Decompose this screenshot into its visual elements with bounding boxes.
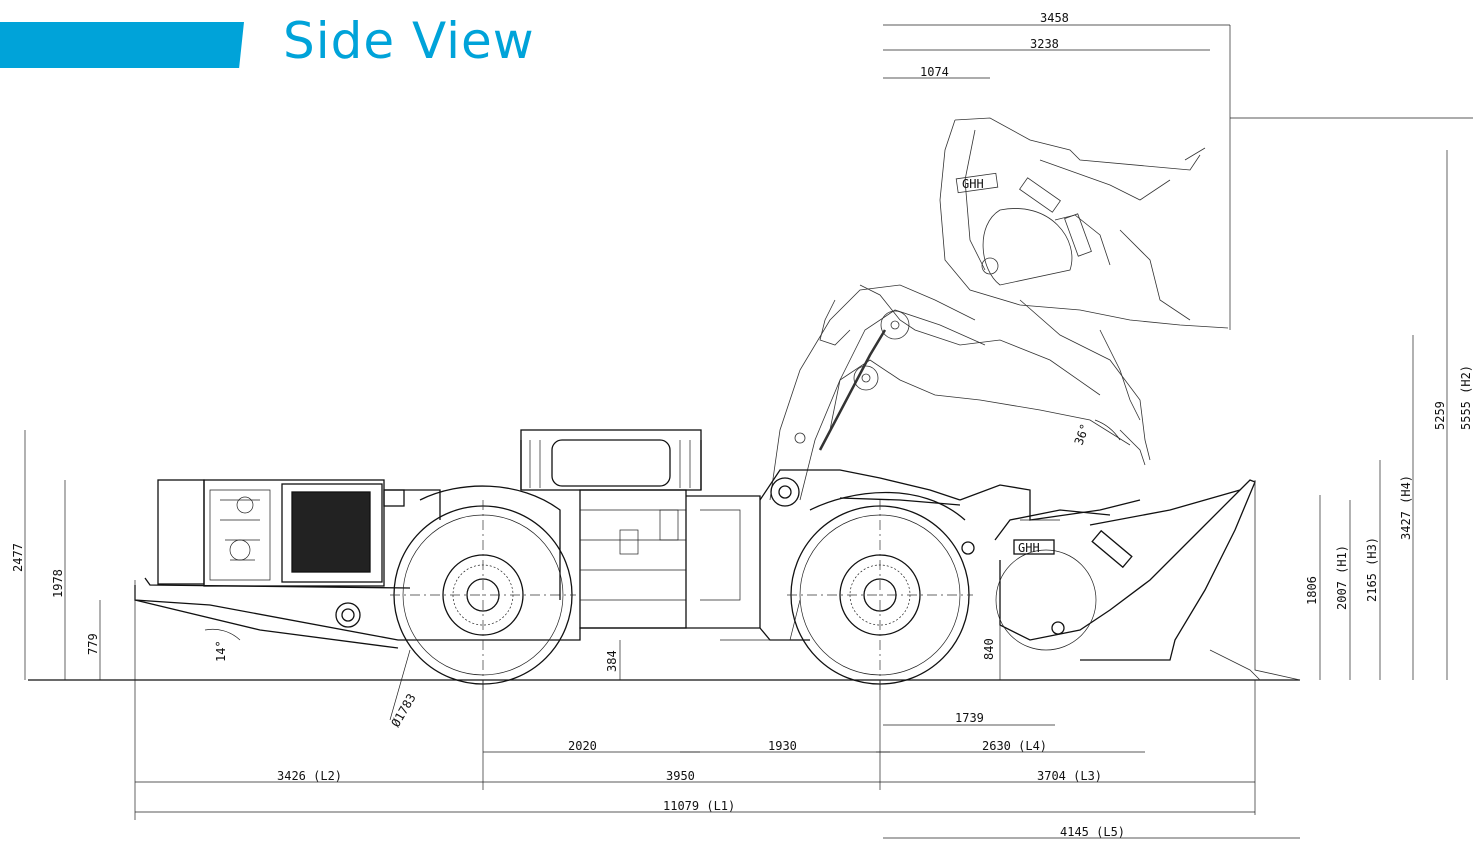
- dim-1806: 1806: [1305, 576, 1319, 605]
- dim-3427-h4: 3427 (H4): [1399, 475, 1413, 540]
- dim-2020: 2020: [568, 739, 597, 753]
- rear-fender: [419, 485, 561, 600]
- chassis: [134, 429, 1301, 681]
- dim-1930: 1930: [768, 739, 797, 753]
- raised-boom-ghost: [769, 117, 1229, 501]
- front-fender: [809, 491, 966, 521]
- dim-11079-l1: 11079 (L1): [663, 799, 735, 813]
- dim-3704-l3: 3704 (L3): [1037, 769, 1102, 783]
- dim-1739: 1739: [955, 711, 984, 725]
- front-wheel: [787, 500, 973, 690]
- page-title: Side View: [283, 12, 535, 70]
- dim-3238: 3238: [1030, 37, 1059, 51]
- dim-2630-l4: 2630 (L4): [982, 739, 1047, 753]
- dim-1074: 1074: [920, 65, 949, 79]
- dim-2165-h3: 2165 (H3): [1365, 537, 1379, 602]
- dim-3426-l2: 3426 (L2): [277, 769, 342, 783]
- dim-2007-h1: 2007 (H1): [1335, 545, 1349, 610]
- angle-36: 36°: [1072, 422, 1093, 447]
- rear-wheel: [390, 500, 576, 690]
- dim-384: 384: [605, 650, 619, 672]
- header-accent-bar: [0, 22, 244, 68]
- dim-779: 779: [86, 633, 100, 655]
- dim-2477: 2477: [11, 543, 25, 572]
- logo-raised-1: GHH: [962, 177, 984, 191]
- dim-5555-h2: 5555 (H2): [1459, 365, 1473, 430]
- dim-3950: 3950: [666, 769, 695, 783]
- dim-1978: 1978: [51, 569, 65, 598]
- angle-14: 14°: [214, 640, 228, 662]
- dim-840: 840: [982, 638, 996, 660]
- dim-3458: 3458: [1040, 11, 1069, 25]
- dim-5259: 5259: [1433, 401, 1447, 430]
- dim-4145-l5: 4145 (L5): [1060, 825, 1125, 839]
- dimension-lines: [24, 24, 1473, 839]
- logo-lowered: GHH: [1018, 541, 1040, 555]
